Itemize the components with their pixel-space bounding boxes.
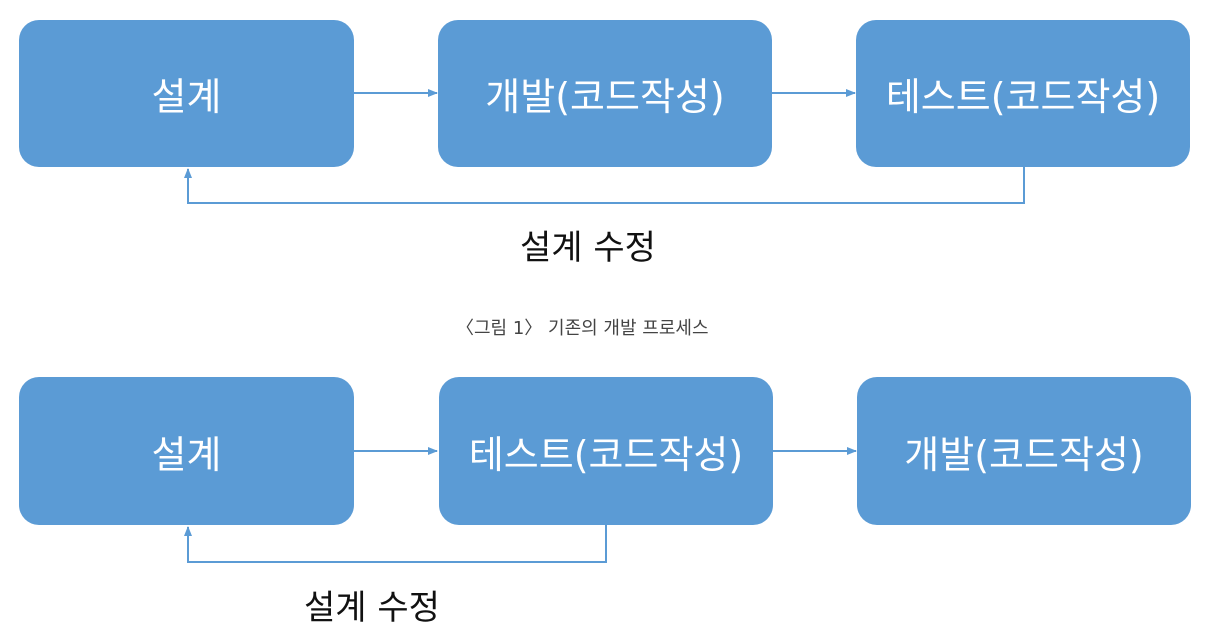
d1-feedback-label: 설계 수정: [520, 228, 656, 268]
feedback-arrow-d1: [184, 167, 1025, 204]
d2-box-test-label: 테스트(코드작성): [468, 432, 744, 477]
figure-caption: 〈그림 1〉 기존의 개발 프로세스: [456, 318, 709, 339]
d1-box-test-label: 테스트(코드작성): [885, 75, 1161, 119]
d2-feedback-label: 설계 수정: [304, 588, 440, 628]
d1-box-test: 테스트(코드작성): [856, 20, 1190, 167]
d2-box-development-label: 개발(코드작성): [904, 432, 1144, 477]
d1-box-design-label: 설계: [151, 75, 222, 119]
d2-box-design: 설계: [19, 377, 354, 525]
d2-box-test: 테스트(코드작성): [439, 377, 773, 525]
d1-box-development: 개발(코드작성): [438, 20, 772, 167]
d2-box-design-label: 설계: [151, 432, 222, 477]
feedback-arrow-d2: [184, 525, 607, 563]
d1-box-development-label: 개발(코드작성): [485, 75, 725, 119]
d2-box-development: 개발(코드작성): [857, 377, 1191, 525]
d1-box-design: 설계: [19, 20, 354, 167]
